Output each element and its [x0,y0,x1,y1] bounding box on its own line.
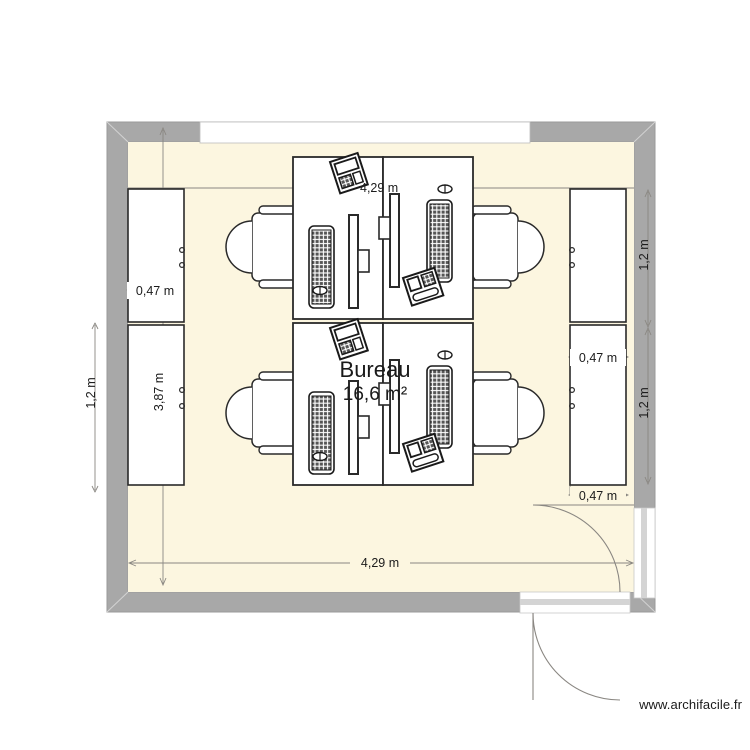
monitor-icon [378,193,400,288]
window-top [199,121,531,144]
phone-icon [401,432,445,473]
site-watermark: www.archifacile.fr [639,697,742,712]
dimension-label-right-cabinet-width: 0,47 m [579,351,617,365]
dimension-label-right-lower-height: 1,2 m [637,387,651,418]
cabinet-handle-icon [179,387,186,410]
window-bottom [519,591,631,614]
cabinet-right-upper[interactable] [568,188,627,323]
chair-bottom-left[interactable] [225,371,300,455]
chair-top-right[interactable] [470,205,545,289]
phone-icon [401,266,445,307]
desk-top-right-equipment [378,184,453,307]
cabinet-handle-icon [568,247,575,269]
monitor-icon [348,214,370,309]
desk-top-left-equipment [308,151,370,309]
dimension-label-top-width: 4,29 m [360,181,398,195]
cabinet-handle-icon [568,387,575,410]
dimension-label-left-cabinet-width: 0,47 m [136,284,174,298]
desk-bottom-left-equipment [308,317,370,475]
dimension-label-right-upper-height: 1,2 m [637,239,651,270]
chair-top-left[interactable] [225,205,300,289]
mouse-icon [437,350,453,360]
keyboard-icon [426,365,453,449]
door-outer [532,612,621,701]
cabinet-left-upper[interactable] [127,188,186,323]
dimension-label-right-lower-width: 0,47 m [579,489,617,503]
keyboard-icon [308,391,335,475]
window-right [633,507,656,599]
monitor-icon [348,380,370,475]
cabinet-left-lower[interactable] [127,324,186,486]
phone-icon [328,317,370,361]
dimension-label-left-outer-height: 1,2 m [84,377,98,408]
room-area-label: 16,6 m² [343,384,407,405]
cabinet-handle-icon [179,247,186,269]
chair-bottom-right[interactable] [470,371,545,455]
mouse-icon [312,285,328,296]
mouse-icon [437,184,453,194]
mouse-icon [312,451,328,462]
dimension-labels-group: 4,29 m 4,29 m 0,47 m 3,87 m 1,2 m 1,2 m … [84,181,651,571]
room-name-label: Bureau [340,357,411,382]
desk-bottom-right-equipment [378,350,453,473]
door-inner [532,504,634,593]
phone-icon [328,151,370,195]
monitor-icon [378,359,400,454]
dimension-label-bottom-width: 4,29 m [361,556,399,570]
room-label-group: Bureau 16,6 m² [340,357,411,405]
dimension-label-left-cabinet-depth: 3,87 m [152,373,166,411]
keyboard-icon [308,225,335,309]
